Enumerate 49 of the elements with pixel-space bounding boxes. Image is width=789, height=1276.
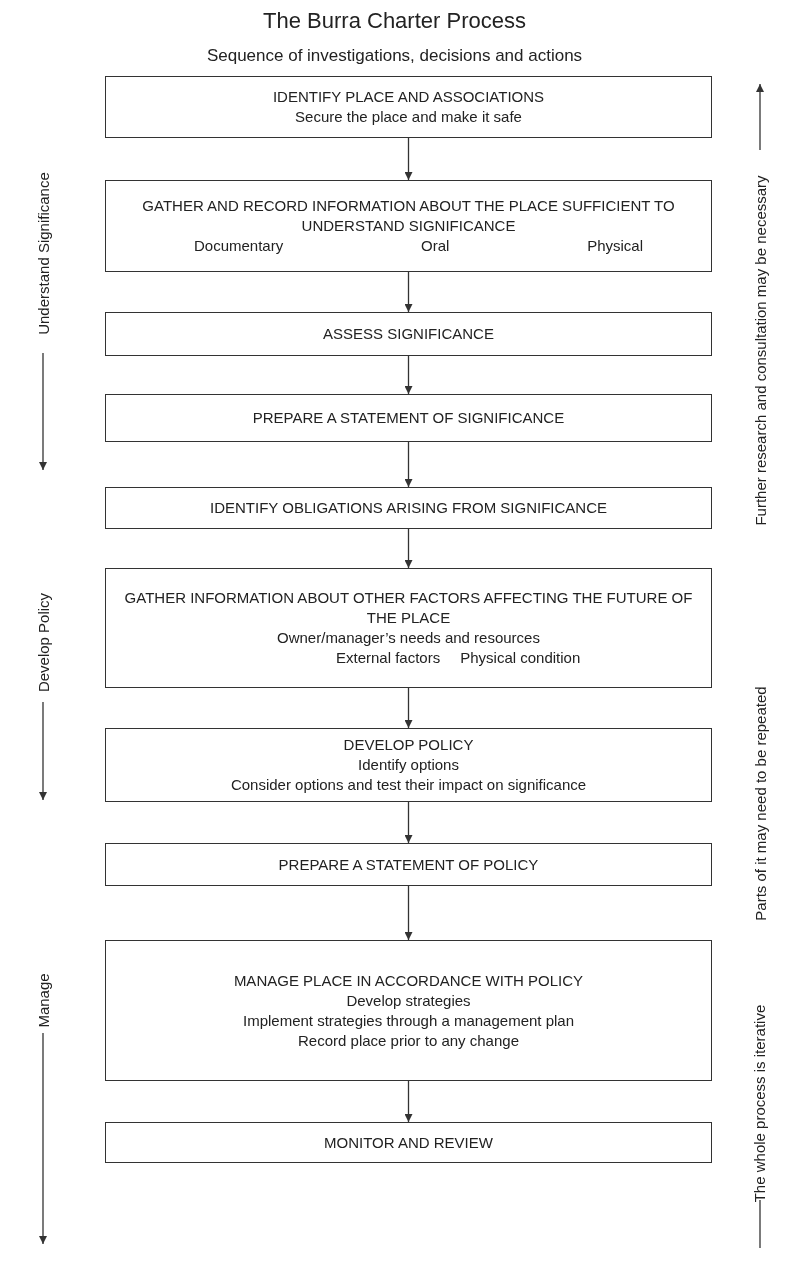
arrow	[404, 137, 413, 181]
step-heading: IDENTIFY OBLIGATIONS ARISING FROM SIGNIFICANCE	[210, 498, 607, 518]
step-detail: Develop strategies	[346, 990, 471, 1011]
step-detail: Secure the place and make it safe	[295, 107, 522, 127]
process-box	[105, 940, 712, 1081]
process-box	[105, 76, 712, 138]
step-detail: Identify options	[358, 755, 459, 775]
arrow	[404, 271, 413, 313]
step-heading: IDENTIFY PLACE AND ASSOCIATIONS	[272, 87, 545, 107]
arrow	[404, 687, 413, 729]
step-heading: GATHER AND RECORD INFORMATION ABOUT THE PLACE SUFFICIENT TO UNDERSTAND SIGNIFICANCE	[141, 196, 676, 236]
arrow	[404, 801, 413, 844]
step-detail: Physical	[587, 236, 643, 256]
process-box	[105, 180, 712, 272]
process-box	[105, 843, 712, 886]
side-note: The whole process is iterative	[751, 1004, 769, 1202]
diagram-subtitle: Sequence of investigations, decisions and actions	[205, 46, 584, 66]
step-heading: MONITOR AND REVIEW	[324, 1132, 493, 1153]
arrow	[404, 441, 413, 488]
side-note: Parts of it may need to be repeated	[751, 685, 769, 921]
arrow	[404, 528, 413, 569]
phase-label: Develop Policy	[34, 592, 52, 692]
step-detail: Oral	[421, 236, 450, 256]
arrow	[404, 885, 413, 941]
step-heading: DEVELOP POLICY	[343, 735, 474, 755]
process-box	[105, 312, 712, 356]
phase-label: Understand Significance	[34, 171, 52, 335]
process-box	[105, 568, 712, 688]
step-detail: Implement strategies through a management plan	[243, 1010, 574, 1031]
step-detail: Record place prior to any change	[298, 1030, 519, 1051]
step-heading: ASSESS SIGNIFICANCE	[323, 324, 494, 344]
arrow	[404, 1080, 413, 1123]
diagram-title: The Burra Charter Process	[262, 8, 527, 34]
step-detail: Owner/manager’s needs and resources	[277, 628, 540, 648]
step-heading: GATHER INFORMATION ABOUT OTHER FACTORS AFFECTING THE FUTURE OF THE PLACE	[123, 588, 694, 628]
step-detail: Consider options and test their impact on significance	[230, 775, 587, 795]
process-box	[105, 394, 712, 442]
side-note: Further research and consultation may be necessary	[751, 174, 769, 526]
arrow	[404, 355, 413, 395]
step-detail: Documentary	[194, 236, 284, 256]
step-heading: PREPARE A STATEMENT OF POLICY	[278, 854, 539, 875]
step-detail: External factors	[336, 648, 441, 668]
step-heading: MANAGE PLACE IN ACCORDANCE WITH POLICY	[233, 970, 584, 991]
process-box	[105, 487, 712, 529]
phase-label: Manage	[34, 972, 52, 1028]
process-box	[105, 728, 712, 802]
step-heading: PREPARE A STATEMENT OF SIGNIFICANCE	[252, 408, 565, 428]
process-box	[105, 1122, 712, 1163]
step-detail: Physical condition	[460, 648, 581, 668]
